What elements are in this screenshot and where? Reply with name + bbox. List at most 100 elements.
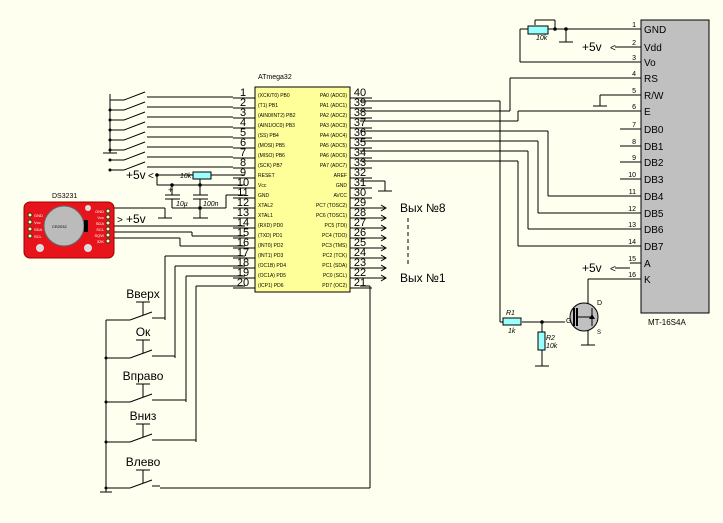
mcu-pin-number: 10 [237, 177, 249, 189]
mcu-pin-signal: AVCC [333, 193, 347, 199]
mcu-pin-number: 6 [240, 137, 246, 149]
mcu-pin-number: 9 [240, 167, 246, 179]
mcu-pin-signal: (MISO) PB6 [258, 153, 285, 159]
button-label: Ок [136, 325, 151, 339]
mcu-pin-number: 8 [240, 157, 246, 169]
mcu-body [254, 86, 351, 293]
lcd-pin-signal: DB3 [644, 175, 664, 186]
output-label-bottom: Вых №1 [400, 271, 446, 285]
lcd-pin-number: 13 [628, 222, 636, 229]
mcu-pin-signal: PC1 (SDA) [322, 263, 347, 269]
push-button[interactable]: Вверх [106, 287, 165, 321]
cap-electrolytic-value: 10µ [176, 201, 188, 208]
rtc-pin-label: SQW [94, 233, 104, 238]
mcu-pin-number: 27 [354, 217, 366, 229]
r2-value: 10k [546, 343, 558, 350]
rtc-pin-label: 32K [97, 239, 104, 244]
mcu-pin-number: 5 [240, 127, 246, 139]
output-arrow-icon [380, 204, 387, 212]
push-button[interactable]: Вниз [104, 409, 197, 444]
mcu-pin-signal: PC6 (TOSC1) [316, 213, 347, 219]
push-button[interactable]: Ок [104, 325, 176, 360]
junction-dot [108, 138, 112, 142]
mcu-pin-number: 4 [240, 117, 246, 129]
junction-dot [108, 168, 112, 172]
lcd-pin-number: 3 [632, 55, 636, 62]
mcu-pin-number: 11 [237, 187, 248, 199]
junction-dot [104, 356, 108, 360]
push-button[interactable]: Влево [104, 455, 161, 490]
mcu-pin-number: 30 [354, 187, 366, 199]
lcd-pin-number: 8 [632, 139, 636, 146]
mcu-pin-number: 23 [354, 257, 366, 269]
switch-contact [123, 121, 146, 131]
mcu-pin-number: 22 [354, 267, 366, 279]
mcu-pin-number: 12 [237, 197, 249, 209]
switch-contact [123, 111, 146, 121]
lcd-pin-number: 10 [628, 172, 636, 179]
arrow-icon: < [610, 43, 616, 54]
mcu-pin-number: 33 [354, 157, 366, 169]
rtc-pin-label: SDA [96, 221, 105, 226]
output-arrow-icon [380, 244, 387, 252]
r1-value: 1k [508, 328, 516, 335]
switch-contact [123, 91, 146, 101]
mcu-pin-signal: RESET [258, 173, 275, 179]
mcu-pin-signal: (OC1B) PD4 [258, 263, 286, 269]
push-button[interactable]: Вправо [104, 369, 187, 404]
mcu-pin-signal: PA1 (ADC1) [320, 103, 347, 109]
mcu-pin-signal: PC5 (TDI) [325, 223, 348, 229]
junction-dot [198, 183, 202, 187]
resistor-r1 [502, 317, 522, 326]
lcd-pin-signal: DB4 [644, 192, 664, 203]
mcu-pin-signal: PD7 (OC2) [322, 283, 347, 289]
lcd-pin-signal: DB6 [644, 225, 664, 236]
rtc-pin-label: SDA [34, 227, 43, 232]
mcu-pin-number: 20 [237, 277, 249, 289]
junction-dot [553, 27, 557, 31]
mcu-pin-signal: PA2 (ADC2) [320, 113, 347, 119]
rtc-battery: CR2032 [52, 224, 67, 229]
mcu-pin-signal: PA7 (ADC7) [320, 163, 347, 169]
output-arrows [372, 204, 387, 282]
mcu-pin-signal: (OC1A) PD5 [258, 273, 286, 279]
lcd-pin-number: 5 [632, 88, 636, 95]
lcd-name: MT-16S4A [648, 318, 686, 327]
mcu-pin-signal: (ICP1) PD6 [258, 283, 284, 289]
junction-dot [108, 118, 112, 122]
mosfet-gate-label: G [566, 318, 571, 325]
rtc-pin-label: SCL [34, 234, 43, 239]
output-arrow-icon [380, 264, 387, 272]
mcu-pin-number: 34 [354, 147, 366, 159]
mcu-pin-number: 2 [240, 97, 246, 109]
arrow-icon: < [148, 171, 154, 182]
button-label: Вниз [130, 409, 157, 423]
mcu-pin-signal: AREF [334, 173, 347, 179]
output-arrow-icon [380, 224, 387, 232]
junctions [155, 27, 568, 324]
junction-dot [104, 486, 108, 490]
mcu-pin-signal: XTAL1 [258, 213, 273, 219]
lcd-pin-signal: Vdd [644, 43, 662, 54]
mcu-pin-number: 40 [354, 87, 366, 99]
mosfet-source-label: S [597, 330, 601, 336]
mcu-pin-signal: PA3 (ADC3) [320, 123, 347, 129]
mcu-pin-number: 31 [354, 177, 366, 189]
vcc-label-lcd: +5v [582, 40, 602, 54]
lcd-pin-signal: E [644, 107, 651, 118]
lcd-pin-signal: DB1 [644, 142, 664, 153]
mcu-pin-number: 32 [354, 167, 366, 179]
output-label-top: Вых №8 [400, 201, 446, 215]
junction-dot [155, 173, 159, 177]
mcu-pin-signal: Vcc [258, 183, 267, 189]
junction-dot [170, 183, 174, 187]
output-arrow-icon [380, 274, 387, 282]
mcu-pin-signal: GND [336, 183, 348, 189]
junction-dot [108, 158, 112, 162]
r2-name: R2 [546, 335, 555, 342]
